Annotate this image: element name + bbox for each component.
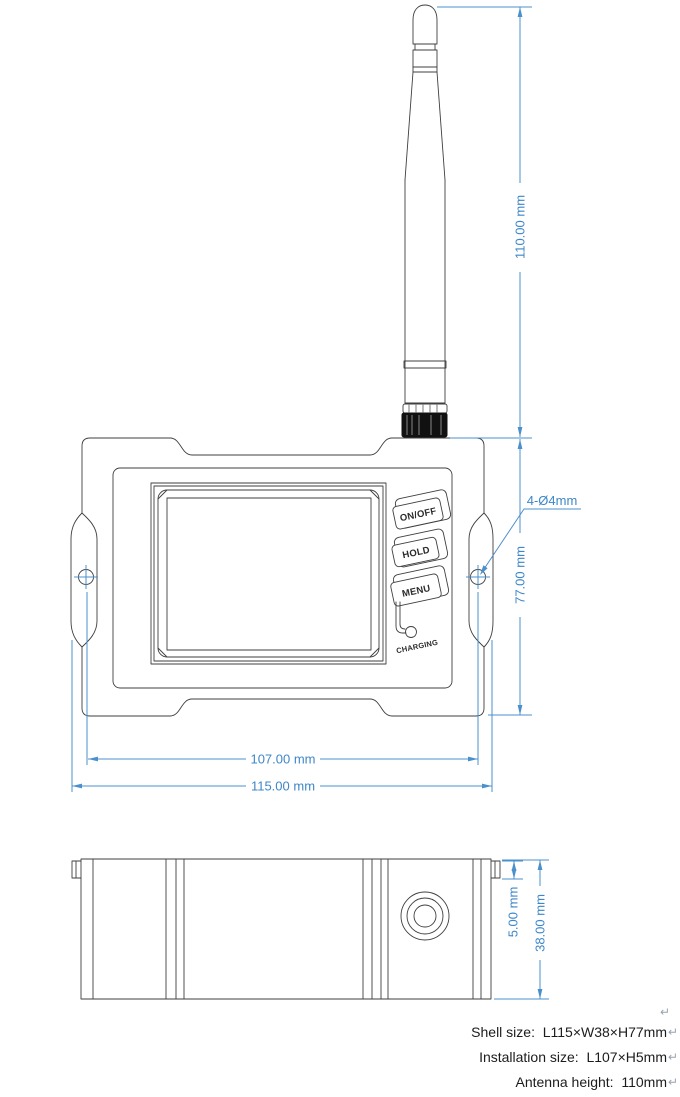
hole-crosshair-right	[466, 565, 490, 589]
return-mark-0: ↵	[660, 1005, 670, 1019]
front-view: ON/OFF HOLD MENU CHARGING	[70, 4, 494, 717]
side-flange-left	[71, 860, 82, 879]
return-mark-3: ↵	[668, 1075, 678, 1089]
dim-install-width: 107.00 mm	[88, 752, 478, 767]
return-mark-2: ↵	[668, 1050, 678, 1064]
shell-outline	[70, 437, 494, 717]
dim-shell-height: 77.00 mm	[450, 437, 532, 716]
side-panel-lines	[92, 858, 482, 1000]
side-view	[71, 858, 501, 1000]
antenna-ring-top	[412, 66, 438, 73]
side-body	[80, 858, 492, 1000]
button-hold	[391, 536, 440, 568]
screen-frame-2	[153, 485, 384, 662]
antenna-ring-mid	[403, 360, 447, 369]
antenna-collar	[401, 412, 448, 438]
extension-lines	[71, 592, 493, 792]
holes-callout-text: 4-Ø4mm	[527, 493, 578, 508]
mounting-ear-right	[468, 512, 485, 648]
antenna-tip	[412, 4, 438, 45]
button-onoff	[392, 497, 444, 530]
charging-led-outline	[395, 601, 407, 634]
antenna-taper	[404, 71, 446, 181]
dim-install-width-text: 107.00 mm	[250, 752, 315, 767]
antenna-nut	[402, 403, 448, 414]
antenna-connector	[400, 891, 450, 941]
antenna-collar-highlights	[406, 415, 442, 435]
dim-flange: 5.00 mm	[502, 860, 523, 938]
front-panel	[112, 467, 453, 689]
holes-callout: 4-Ø4mm	[480, 493, 581, 575]
dim-depth-text: 38.00 mm	[533, 894, 548, 952]
note-installation-size: Installation size: L107×H5mm	[479, 1049, 667, 1065]
dim-flange-text: 5.00 mm	[506, 887, 521, 938]
hole-crosshair-left	[74, 565, 98, 589]
side-view-dimensions: 5.00 mm 38.00 mm	[494, 859, 549, 1000]
mounting-ear-left	[81, 512, 98, 648]
charging-led	[405, 626, 417, 638]
antenna	[401, 4, 448, 438]
antenna-shaft	[404, 179, 446, 404]
note-shell-size: Shell size: L115×W38×H77mm	[471, 1024, 667, 1040]
screen-frame-3	[157, 489, 380, 658]
dim-shell-height-text: 77.00 mm	[513, 546, 528, 604]
screen	[150, 482, 387, 665]
screen-corner-ticks	[157, 489, 380, 658]
button-menu	[390, 573, 442, 607]
screen-display-area	[166, 497, 372, 651]
dim-depth: 38.00 mm	[494, 859, 549, 1000]
antenna-nut-knurl	[408, 404, 438, 413]
size-notes: ↵ Shell size: L115×W38×H77mm ↵ Installat…	[471, 1005, 678, 1090]
dim-shell-width-text: 115.00 mm	[251, 779, 315, 794]
front-view-dimensions: 110.00 mm 77.00 mm 107.00 mm 1	[71, 6, 581, 794]
antenna-neck	[414, 43, 436, 51]
note-antenna-height: Antenna height: 110mm	[515, 1074, 667, 1090]
dim-antenna-height: 110.00 mm	[437, 6, 532, 437]
screen-frame-outer	[150, 482, 387, 665]
antenna-band	[412, 49, 438, 68]
side-flange-right	[490, 860, 501, 879]
dim-shell-width: 115.00 mm	[72, 779, 492, 794]
dim-antenna-height-text: 110.00 mm	[513, 195, 528, 259]
return-mark-1: ↵	[668, 1025, 678, 1039]
